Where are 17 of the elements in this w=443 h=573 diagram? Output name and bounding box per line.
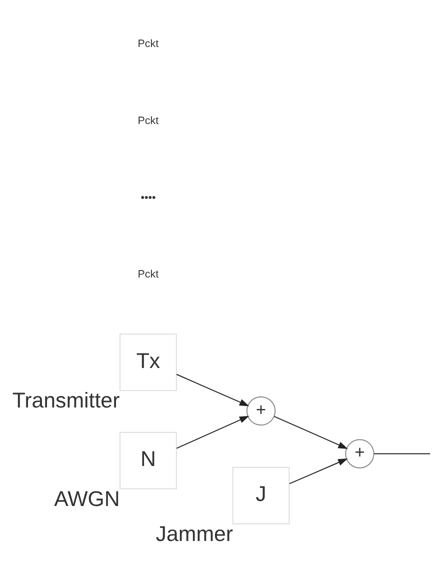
node-label: AWGN [54,486,120,510]
node-circle: + [345,438,374,468]
arrow [176,373,250,406]
label: Pckt [138,268,159,280]
node-label: Transmitter [12,388,120,412]
node-circle: + [246,396,276,426]
node-box: Tx [120,333,177,391]
node-label: Jammer [156,521,234,546]
node-box: J [232,466,290,524]
label: Pckt [138,38,159,50]
label: •••• [140,191,156,204]
arrow [274,415,348,448]
node-box: N [120,431,177,489]
arrow [288,458,348,484]
label: Pckt [138,114,159,126]
connector [374,452,431,454]
arrow [176,415,250,448]
